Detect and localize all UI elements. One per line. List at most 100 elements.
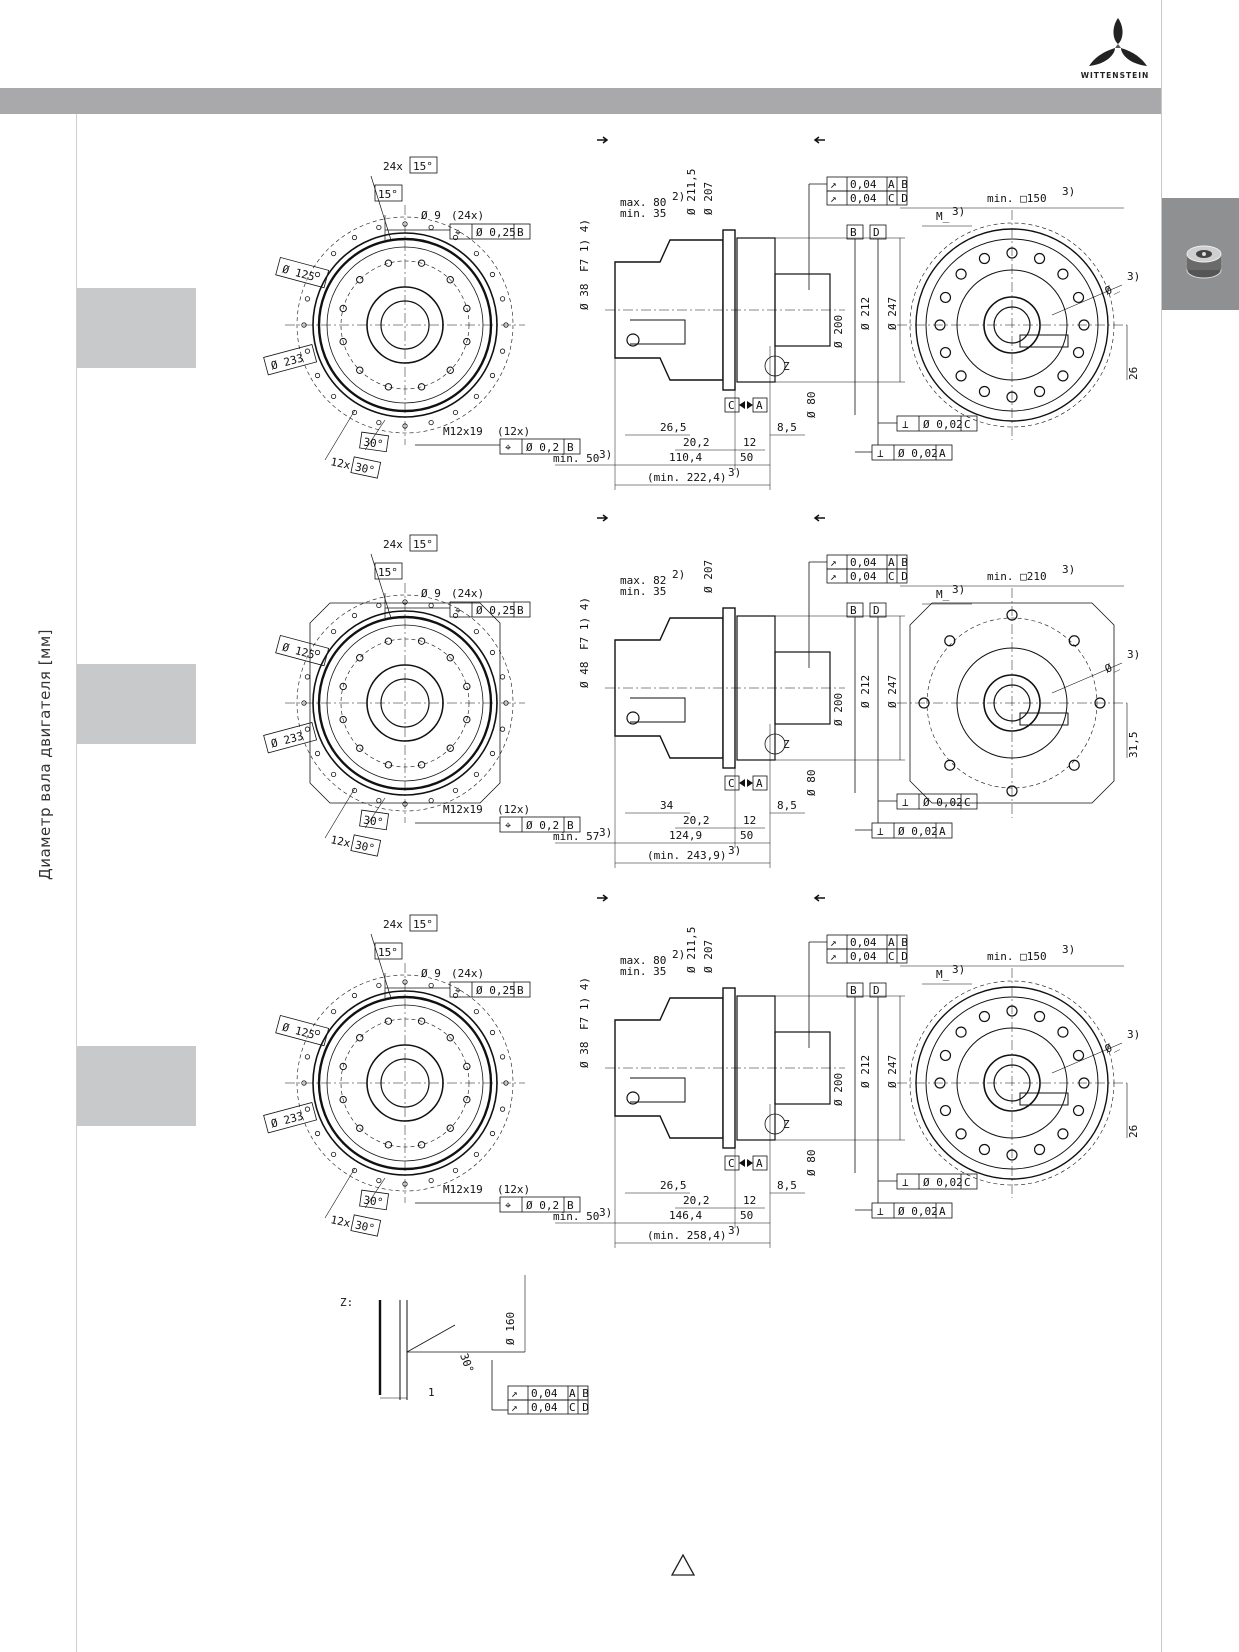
dim-label: 1 xyxy=(428,1386,435,1399)
drawing-circle xyxy=(626,1091,640,1105)
drawing-line xyxy=(370,553,392,619)
dim-label: min. 35 xyxy=(620,585,666,598)
dim-label: 3) xyxy=(1127,648,1140,661)
section-arrow-icon xyxy=(813,514,825,522)
drawing-circle xyxy=(499,348,506,354)
dim-label: 2) xyxy=(672,948,685,961)
drawing-circle xyxy=(428,224,434,231)
drawing-circle xyxy=(330,771,337,778)
diameter-label-125: Ø 125 xyxy=(275,1014,330,1047)
dim-label: 3) xyxy=(1062,185,1075,198)
dim-label: C xyxy=(728,399,735,412)
section-arrow-icon xyxy=(813,136,825,144)
runout-symbol: ↗ xyxy=(830,570,837,583)
drawing-circle xyxy=(489,271,496,278)
tolerance-value: Ø 0,02 xyxy=(898,1205,938,1218)
drawing-circle xyxy=(296,594,514,812)
dim-label: Ø 247 xyxy=(886,297,899,330)
dim-label: F7 1) 4) xyxy=(578,597,591,650)
drawing-circle xyxy=(384,383,393,391)
dim-label: 0,04 xyxy=(531,1401,558,1414)
dim-label: Ø 80 xyxy=(805,1150,818,1177)
dim-label: 12x xyxy=(329,1213,352,1230)
runout-symbol: ↗ xyxy=(830,950,837,963)
dim-label: min. □210 xyxy=(987,570,1047,583)
frame-box xyxy=(350,456,382,479)
dim-label: C xyxy=(728,777,735,790)
frame-box xyxy=(275,256,330,289)
frame-box xyxy=(374,184,403,202)
drawing-circle xyxy=(417,259,426,267)
dim-label: A B xyxy=(888,556,908,569)
key-slot xyxy=(1019,712,1069,726)
drawing-line xyxy=(324,1167,356,1219)
product-tab[interactable] xyxy=(1162,198,1239,310)
drawing-line xyxy=(1051,1042,1123,1074)
drawing-circle xyxy=(376,797,382,804)
drawing-circle xyxy=(314,372,321,379)
right-margin-rule xyxy=(1161,0,1162,1652)
dim-label: D xyxy=(873,226,880,239)
key-slot xyxy=(1019,334,1069,348)
angle-label-30: 30° xyxy=(359,431,389,453)
left-margin-rule xyxy=(76,114,77,1652)
bore-section xyxy=(630,1077,686,1103)
drawing-circle xyxy=(446,1124,454,1132)
dim-label: 3) xyxy=(952,583,965,596)
drawing-circle xyxy=(944,635,956,647)
drawing-circle xyxy=(356,276,364,284)
drawing-circle xyxy=(384,1141,393,1149)
dim-label: M12x19 xyxy=(443,1183,483,1196)
drawing-line xyxy=(364,1177,386,1209)
drawing-circle xyxy=(356,366,364,374)
drawing-circle xyxy=(1057,1026,1069,1038)
drawing-circle xyxy=(499,674,506,680)
runout-symbol: ↗ xyxy=(830,178,837,191)
frame-box xyxy=(896,415,978,432)
dim-label: 20,2 xyxy=(683,814,710,827)
dim-label: 0,04 xyxy=(850,556,877,569)
dim-label: 0,04 xyxy=(850,178,877,191)
dim-label: min. 50 xyxy=(553,452,599,465)
tolerance-symbol: ⊥ xyxy=(877,825,884,838)
dim-label: (min. 222,4) xyxy=(647,471,726,484)
tolerance-value: Ø 0,02 xyxy=(923,1176,963,1189)
dim-label: 34 xyxy=(660,799,674,812)
frame-box xyxy=(871,444,953,461)
drawing-circle xyxy=(473,771,480,778)
frame-box xyxy=(374,562,403,580)
drawing-circle xyxy=(376,224,382,231)
dim-label: 30° xyxy=(363,814,384,830)
drawing-circle xyxy=(473,393,480,400)
drawing-circle xyxy=(978,252,991,265)
frame-box xyxy=(409,914,438,932)
frame-box xyxy=(275,634,330,667)
dim-label: 8,5 xyxy=(777,1179,797,1192)
diameter-label-233: Ø 233 xyxy=(263,344,318,376)
drawing-circle xyxy=(1057,370,1069,382)
diameter-label-125: Ø 125 xyxy=(275,256,330,289)
drawing-circle xyxy=(1057,268,1069,280)
drawing-circle xyxy=(452,1167,459,1174)
dim-label: (24x) xyxy=(451,587,484,600)
dim-label: 50 xyxy=(740,1209,753,1222)
drawing-circle xyxy=(463,715,471,724)
dim-label: 50 xyxy=(740,451,753,464)
drawing-circle xyxy=(296,216,514,434)
drawing-circle xyxy=(304,1054,311,1060)
frame-box xyxy=(409,156,438,174)
dim-label: Ø_ xyxy=(1103,1038,1121,1056)
dim-label: 0,04 xyxy=(850,570,877,583)
datum-triangle-icon xyxy=(739,1159,745,1167)
dim-label: min. □150 xyxy=(987,192,1047,205)
frame-box xyxy=(826,190,908,206)
drawing-circle xyxy=(428,419,434,426)
drawing-circle xyxy=(339,715,347,724)
dim-label: 8,5 xyxy=(777,799,797,812)
frame-box xyxy=(359,809,389,831)
